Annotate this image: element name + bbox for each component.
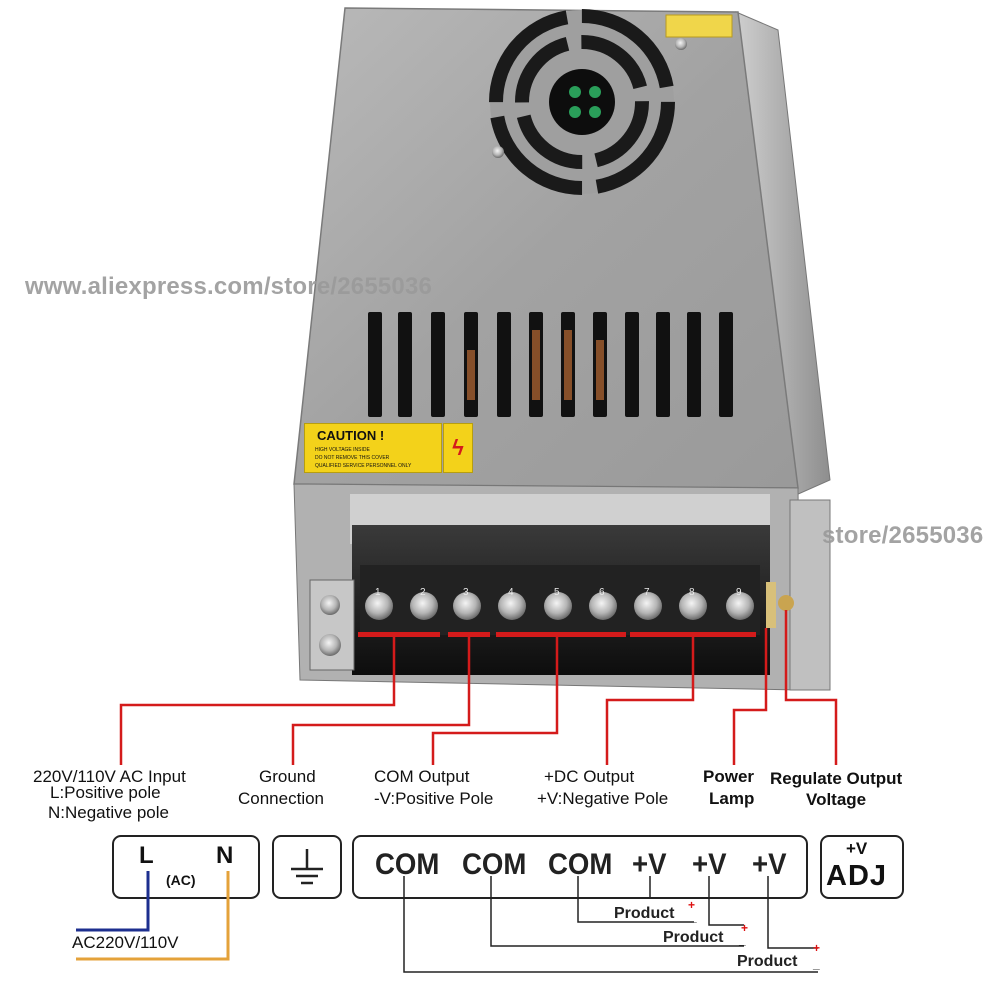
product-plus-1: + [688, 898, 696, 912]
pv-terminal-1: +V [632, 848, 667, 881]
adj-label: ADJ [826, 860, 888, 892]
ground-connection-label: Connection [238, 789, 325, 808]
product-label-2: Product [663, 929, 724, 946]
product-minus-1: _ [690, 910, 697, 924]
caution-label: CAUTION ! HIGH VOLTAGE INSIDE DO NOT REM… [304, 423, 442, 473]
ac-input-n-label: N:Negative pole [48, 803, 169, 822]
terminal-number: 6 [599, 587, 605, 598]
pv-terminal-3: +V [752, 848, 787, 881]
terminal-number: 5 [554, 587, 560, 598]
com-terminal-3: COM [548, 848, 613, 881]
ac-input-box [112, 835, 260, 899]
product-label-3: Product [737, 953, 798, 970]
output-terminal-box [352, 835, 808, 899]
caution-line: QUALIFIED SERVICE PERSONNEL ONLY [315, 463, 412, 469]
ac-input-l-label: L:Positive pole [50, 783, 161, 802]
watermark-right: store/2655036 [822, 522, 984, 549]
dc-pole-label: +V:Negative Pole [537, 789, 669, 808]
terminal-number: 2 [420, 587, 426, 598]
high-voltage-icon: ϟ [443, 423, 473, 473]
power-lamp-label-2: Lamp [709, 789, 755, 808]
com-output-label: COM Output [374, 767, 470, 786]
ac-n-terminal: N [216, 842, 234, 869]
product-plus-2: + [741, 921, 749, 935]
pv-terminal-2: +V [692, 848, 727, 881]
com-terminal-1: COM [375, 848, 440, 881]
adj-plus-v: +V [846, 839, 868, 858]
screw-terminals [365, 592, 754, 620]
terminal-number: 3 [463, 587, 469, 598]
ground-icon [291, 849, 323, 885]
caution-title: CAUTION ! [317, 428, 385, 443]
product-minus-3: _ [813, 957, 820, 971]
power-supply-photo [293, 7, 831, 691]
ac-input-label: 220V/110V AC Input [33, 767, 186, 786]
terminal-number: 1 [375, 587, 381, 598]
terminal-number: 4 [508, 587, 514, 598]
ground-label: Ground [259, 767, 316, 786]
fan-grille-icon [489, 9, 675, 195]
caution-line: DO NOT REMOVE THIS COVER [315, 455, 390, 461]
terminal-number: 7 [644, 587, 650, 598]
watermark-main: www.aliexpress.com/store/2655036 [25, 273, 433, 300]
com-pole-label: -V:Positive Pole [374, 789, 494, 808]
ac-label: (AC) [166, 872, 196, 888]
caution-line: HIGH VOLTAGE INSIDE [315, 447, 370, 453]
regulate-output-label: Regulate Output [770, 769, 903, 788]
product-minus-2: _ [739, 933, 746, 947]
product-label-1: Product [614, 905, 675, 922]
com-terminal-2: COM [462, 848, 527, 881]
dc-output-label: +DC Output [544, 767, 635, 786]
ac-l-terminal: L [139, 842, 154, 869]
adj-box [820, 835, 904, 899]
power-lamp-label: Power [703, 767, 755, 786]
terminal-number: 8 [689, 587, 695, 598]
terminal-number: 9 [736, 587, 742, 598]
terminal-number-row: 1 2 3 4 5 6 7 8 9 [371, 587, 771, 601]
ac-line-label: AC220V/110V [72, 933, 179, 952]
product-plus-3: + [813, 941, 821, 955]
regulate-voltage-label: Voltage [806, 790, 867, 809]
